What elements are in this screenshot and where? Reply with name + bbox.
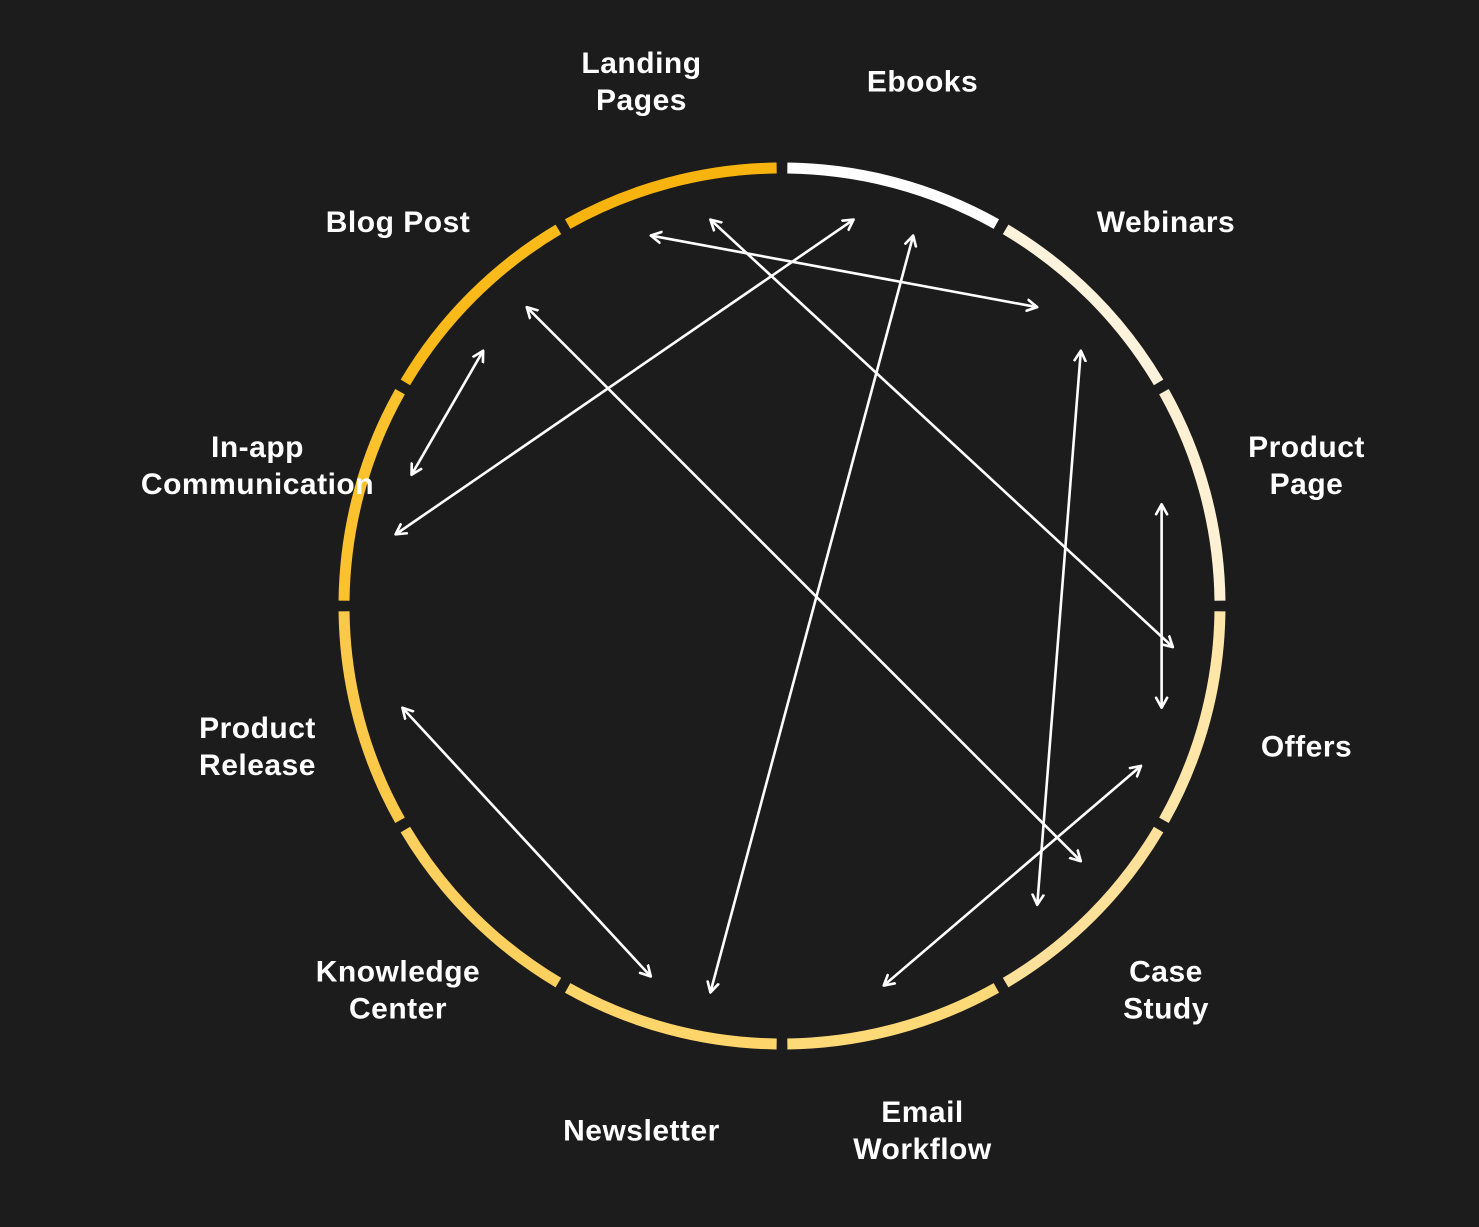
ring-segment-blog-post <box>400 224 562 386</box>
ring-segment-newsletter <box>564 983 777 1050</box>
label-line-webinars: Webinars <box>1097 206 1236 239</box>
label-line-case-study: Study <box>1123 993 1209 1026</box>
label-line-knowledge-center: Center <box>349 993 447 1026</box>
ring-segment-offers <box>1159 611 1226 824</box>
label-line-blog-post: Blog Post <box>326 206 471 239</box>
arrow-landing-pages-to-offers <box>710 220 1172 648</box>
ring-segment-ebooks <box>787 162 1000 229</box>
label-line-product-release: Product <box>199 712 316 745</box>
arrow-blog-post-to-case-study <box>527 307 1081 861</box>
wheel-ring <box>338 162 1226 1050</box>
arrow-blog-post-to-in-app-communication <box>412 351 484 475</box>
label-line-newsletter: Newsletter <box>563 1115 720 1148</box>
label-line-product-page: Page <box>1270 468 1344 501</box>
label-line-landing-pages: Pages <box>596 84 687 117</box>
label-line-in-app-communication: In-app <box>211 431 304 464</box>
label-line-product-page: Product <box>1248 431 1365 464</box>
arrow-ebooks-to-newsletter <box>710 236 913 993</box>
arrow-offers-to-email-workflow <box>884 766 1141 986</box>
ring-segment-product-page <box>1159 388 1226 601</box>
label-line-in-app-communication: Communication <box>141 468 374 501</box>
label-webinars: Webinars <box>1097 206 1236 239</box>
label-line-case-study: Case <box>1129 956 1203 989</box>
label-ebooks: Ebooks <box>867 66 978 99</box>
connection-arrows <box>396 220 1173 993</box>
label-line-offers: Offers <box>1261 731 1352 764</box>
label-offers: Offers <box>1261 731 1352 764</box>
ring-segment-in-app-communication <box>338 388 405 601</box>
arrow-landing-pages-to-webinars <box>651 236 1037 308</box>
label-line-email-workflow: Email <box>881 1096 964 1129</box>
ring-segment-email-workflow <box>787 983 1000 1050</box>
label-line-email-workflow: Workflow <box>853 1133 992 1166</box>
label-line-product-release: Release <box>199 749 316 782</box>
label-blog-post: Blog Post <box>326 206 471 239</box>
label-line-knowledge-center: Knowledge <box>316 956 481 989</box>
label-line-landing-pages: Landing <box>581 47 701 80</box>
arrow-product-release-to-newsletter <box>402 708 650 977</box>
arrow-ebooks-to-in-app-communication <box>396 220 854 535</box>
ring-segment-product-release <box>338 611 405 824</box>
ring-segment-landing-pages <box>564 162 777 229</box>
label-newsletter: Newsletter <box>563 1115 720 1148</box>
label-line-ebooks: Ebooks <box>867 66 978 99</box>
